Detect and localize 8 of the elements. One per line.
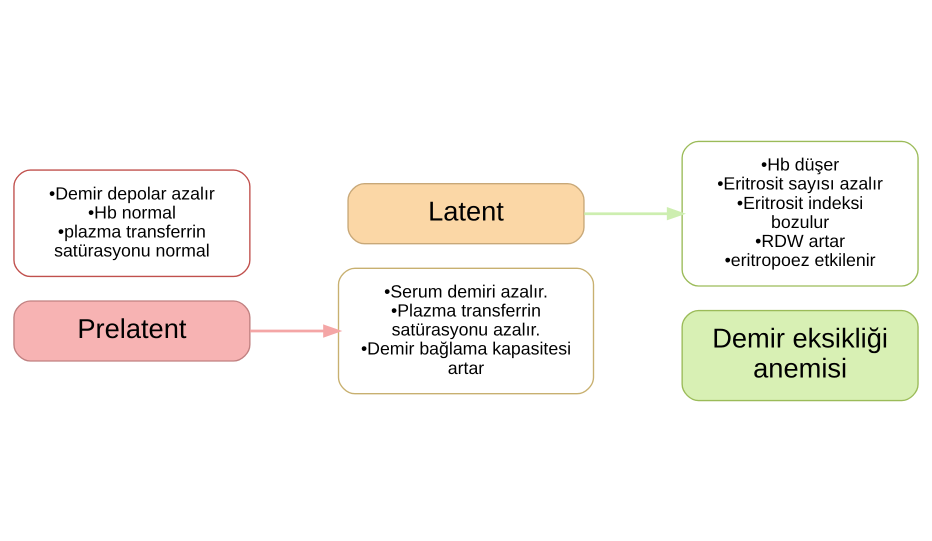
arrow — [250, 324, 342, 338]
arrow — [584, 206, 686, 220]
node-box: •Hb düşer •Eritrosit sayısı azalır •Eritrosit indeksi bozulur •RDW artar •eritropoez etkilenir — [681, 140, 919, 286]
node-box: Latent — [347, 182, 585, 244]
node-box: Prelatent — [13, 300, 251, 362]
node-box: •Serum demiri azalır. •Plazma transferrin satürasyonu azalır. •Demir bağlama kapasitesi artar — [338, 267, 594, 394]
node-box: Demir eksikliği anemisi — [681, 309, 919, 401]
node-box: •Demir depolar azalır •Hb normal •plazma transferrin satürasyonu normal — [13, 168, 251, 277]
